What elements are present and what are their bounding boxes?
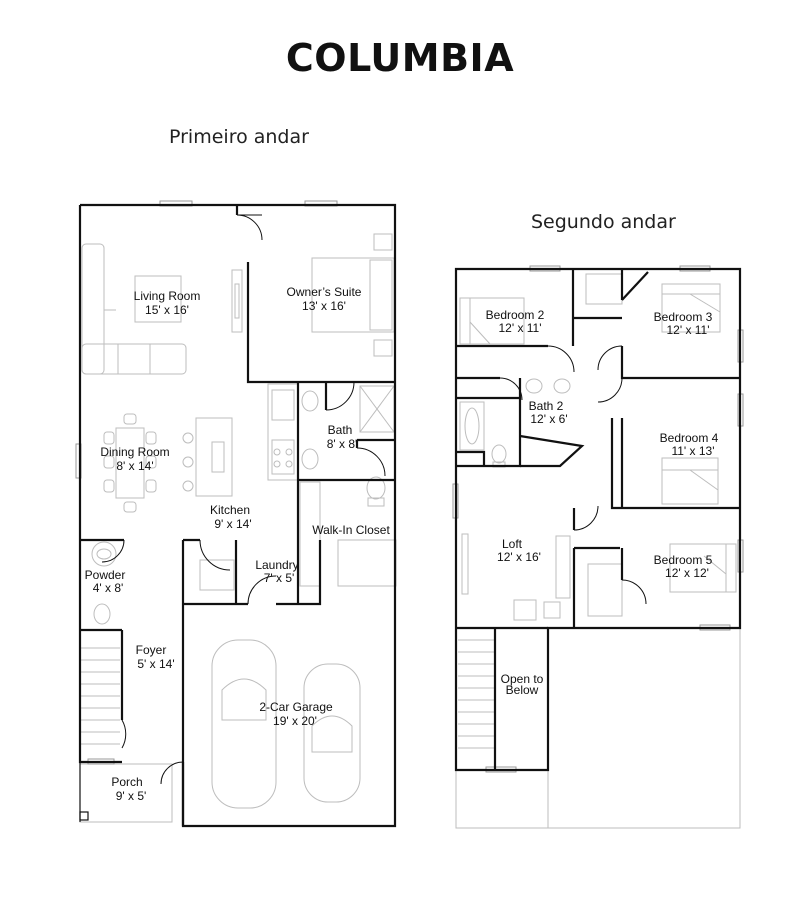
first-floor-plan: Living Room 15' x 16' Owner’s Suite 13' …: [75, 200, 397, 828]
room-name-kitchen: Kitchen: [210, 503, 250, 517]
first-floor-fixtures: [79, 233, 397, 823]
room-name-dining: Dining Room: [100, 445, 169, 459]
room-name-bed3: Bedroom 3: [654, 310, 713, 324]
room-dim-bath2: 12' x 6': [530, 412, 567, 426]
room-dim-loft: 12' x 16': [497, 550, 541, 564]
room-name-bed2: Bedroom 2: [486, 308, 545, 322]
room-dim-bath: 8' x 8': [327, 437, 358, 451]
second-floor-label: Segundo andar: [531, 211, 676, 233]
room-dim-owners: 13' x 16': [302, 299, 346, 313]
room-dim-porch: 9' x 5': [116, 789, 147, 803]
room-name-garage: 2-Car Garage: [259, 700, 333, 714]
second-floor-plan: Bedroom 2 12' x 11' Bedroom 3 12' x 11' …: [452, 265, 744, 829]
room-name-porch: Porch: [111, 775, 142, 789]
room-name-bath: Bath: [328, 423, 353, 437]
room-dim-dining: 8' x 14': [116, 459, 153, 473]
room-name-bed5: Bedroom 5: [654, 553, 713, 567]
second-floor-fixtures: [458, 273, 737, 749]
room-name-walkin: Walk-In Closet: [312, 523, 390, 537]
room-dim-bed2: 12' x 11': [498, 321, 541, 335]
room-name-bath2: Bath 2: [529, 399, 564, 413]
room-name-loft: Loft: [502, 537, 523, 551]
room-name-open: Open to: [501, 672, 544, 686]
room-name-powder: Powder: [85, 568, 126, 582]
room-dim-kitchen: 9' x 14': [214, 517, 251, 531]
room-name-living: Living Room: [134, 289, 201, 303]
room-dim-living: 15' x 16': [145, 303, 189, 317]
room-dim-laundry: 7' x 5': [264, 571, 295, 585]
room-dim-bed5: 12' x 12': [665, 566, 709, 580]
room-dim-bed4: 11' x 13': [671, 444, 714, 458]
room-dim-garage: 19' x 20': [273, 714, 317, 728]
room-name-laundry: Laundry: [255, 558, 298, 572]
first-floor-label: Primeiro andar: [169, 126, 309, 148]
room-dim-foyer: 5' x 14': [137, 657, 174, 671]
room-name-foyer: Foyer: [136, 643, 167, 657]
room-dim-powder: 4' x 8': [93, 581, 124, 595]
room-name-owners: Owner’s Suite: [287, 285, 362, 299]
room-dim-bed3: 12' x 11': [666, 323, 709, 337]
room-name-bed4: Bedroom 4: [660, 431, 719, 445]
plan-title: COLUMBIA: [285, 36, 515, 80]
room-dim-open: Below: [506, 683, 539, 697]
